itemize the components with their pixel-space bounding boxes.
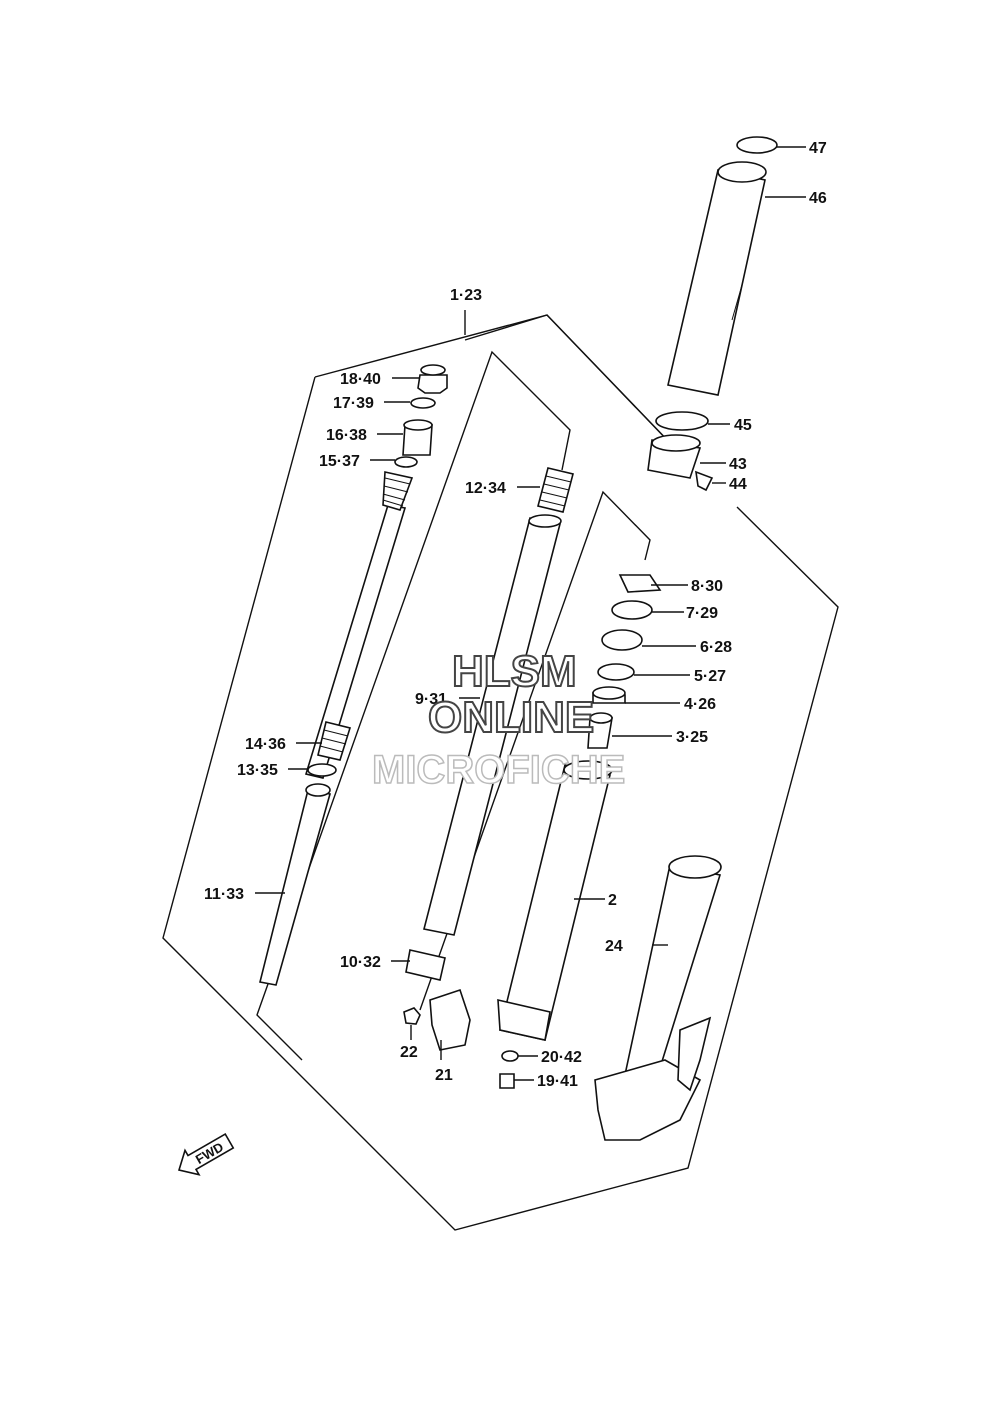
callout-22: 22 <box>400 1044 418 1061</box>
clamp-47 <box>736 136 778 154</box>
callout-13-35: 13·35 <box>237 762 278 779</box>
assembly-outline <box>464 314 673 446</box>
callout-7-29: 7·29 <box>686 605 718 622</box>
fwd-arrow-icon: FWD <box>178 1132 235 1176</box>
callout-21: 21 <box>435 1067 453 1084</box>
callout-4-26: 4·26 <box>684 696 716 713</box>
callout-3-25: 3·25 <box>676 729 708 746</box>
rod-11-33 <box>259 783 332 986</box>
screw-44 <box>695 470 714 492</box>
watermark-line3: MICROFICHE <box>372 748 625 792</box>
watermark-line1: HLSM <box>452 647 577 696</box>
bushing-10-32 <box>405 949 446 981</box>
callout-43: 43 <box>729 456 747 473</box>
callout-1-23: 1·23 <box>450 287 482 304</box>
clip-5-27 <box>597 663 635 681</box>
callout-46: 46 <box>809 190 827 207</box>
assembly-boundary <box>162 314 839 1231</box>
fork-spring-12-34 <box>537 467 574 513</box>
clamp-45 <box>655 411 709 431</box>
callout-6-28: 6·28 <box>700 639 732 656</box>
callout-5-27: 5·27 <box>694 668 726 685</box>
callout-24: 24 <box>605 938 623 955</box>
callout-12-34: 12·34 <box>465 480 506 497</box>
inner-group-boundary <box>256 350 571 1061</box>
callout-2: 2 <box>608 892 617 909</box>
inner-tube-9-31 <box>423 514 562 936</box>
boot-46 <box>667 161 767 396</box>
watermark-line2: ONLINE <box>428 693 594 742</box>
callout-9-31: 9·31 <box>415 691 447 708</box>
washer-13-35 <box>307 763 337 777</box>
callout-45: 45 <box>734 417 752 434</box>
callout-18-40: 18·40 <box>340 371 381 388</box>
spring-upper-14-36 <box>382 471 414 511</box>
oil-seal-4-26 <box>592 686 626 704</box>
ring-7-29 <box>611 600 653 620</box>
washer-15-37 <box>394 456 418 468</box>
callout-14-36: 14·36 <box>245 736 286 753</box>
spacer-16-38 <box>402 419 433 456</box>
outer-tube-24 <box>594 855 722 1141</box>
callout-19-41: 19·41 <box>537 1073 578 1090</box>
top-cap-18-40 <box>417 364 448 394</box>
bolt-19-41 <box>499 1073 515 1089</box>
bracket-21 <box>429 988 471 1051</box>
washer-20-42 <box>501 1050 519 1062</box>
callout-44: 44 <box>729 476 747 493</box>
bushing-3-25 <box>587 712 613 749</box>
holder-43 <box>647 434 702 479</box>
callout-16-38: 16·38 <box>326 427 367 444</box>
spring-lower-14-36 <box>317 721 352 761</box>
outer-tube-2 <box>497 760 613 1041</box>
callout-8-30: 8·30 <box>691 578 723 595</box>
outer-group-boundary <box>419 490 651 1011</box>
dust-seal-6-28 <box>601 629 643 651</box>
callout-11-33: 11·33 <box>204 886 244 903</box>
cap-8-30 <box>618 574 662 593</box>
nut-22 <box>403 1007 421 1025</box>
callout-20-42: 20·42 <box>541 1049 582 1066</box>
callout-47: 47 <box>809 140 827 157</box>
callout-17-39: 17·39 <box>333 395 374 412</box>
callout-10-32: 10·32 <box>340 954 381 971</box>
oring-17-39 <box>410 397 436 409</box>
callout-15-37: 15·37 <box>319 453 360 470</box>
leader-lines <box>255 146 806 1081</box>
